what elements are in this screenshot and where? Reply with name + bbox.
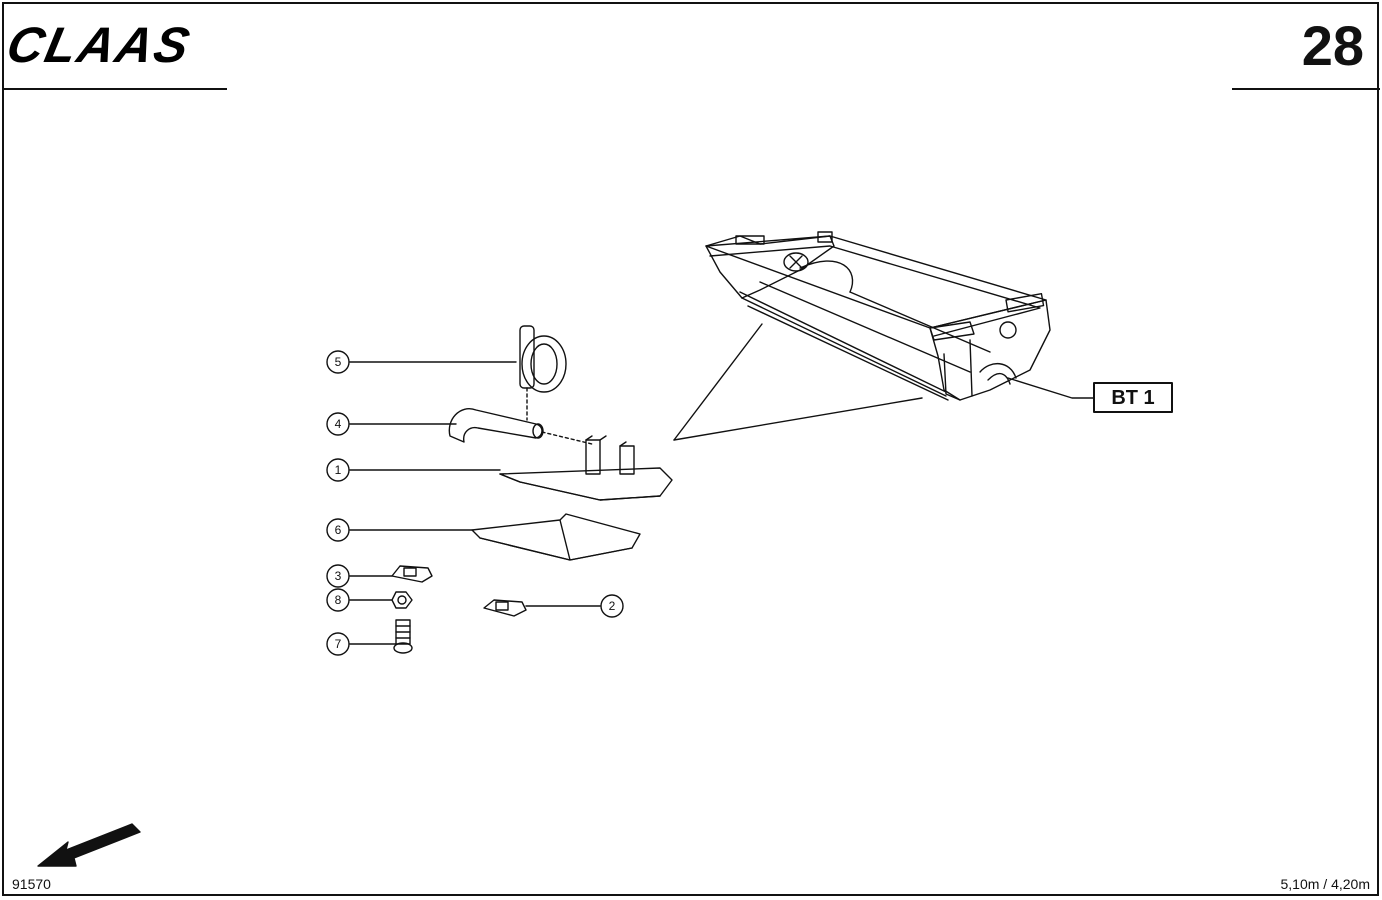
drawing-code: 91570 [12, 876, 51, 892]
part-6-skid-plate [471, 513, 641, 561]
bt1-leader-line [1007, 377, 1095, 399]
bt1-label-box [1093, 382, 1173, 413]
callout-8-label: 8 [335, 593, 342, 607]
callout-4-label: 4 [335, 417, 342, 431]
callout-4-circle [326, 412, 350, 436]
part-7-bolt [393, 619, 413, 654]
callout-7-label: 7 [335, 637, 342, 651]
callout-3-label: 3 [335, 569, 342, 583]
page-number: 28 [1301, 14, 1364, 77]
bt1-label: BT 1 [1111, 387, 1154, 409]
brand-underline [2, 88, 227, 90]
callout-5-circle [326, 350, 350, 374]
callout-6-label: 6 [335, 523, 342, 537]
callout-7-circle [326, 632, 350, 656]
leader-line-upper [673, 323, 763, 441]
header-frame-assembly [705, 231, 1051, 401]
callout-3-circle [326, 564, 350, 588]
callout-6-circle [326, 518, 350, 542]
part-4-bolt-pin [448, 408, 593, 445]
callout-2-label: 2 [609, 599, 616, 613]
part-2-clamp-plate [483, 599, 527, 617]
callout-5-label: 5 [335, 355, 342, 369]
size-label: 5,10m / 4,20m [1280, 876, 1371, 892]
part-1-bracket [499, 435, 673, 501]
callout-1-label: 1 [335, 463, 342, 477]
part-8-nut [391, 591, 413, 609]
part-5-lynch-pin [519, 325, 567, 421]
callout-1-circle [326, 458, 350, 482]
direction-arrow-icon [37, 823, 141, 867]
callout-2-circle [600, 594, 624, 618]
page-number-underline [1232, 88, 1380, 90]
part-3-clamp-plate [391, 565, 433, 583]
callout-8-circle [326, 588, 350, 612]
leader-line-lower [673, 397, 923, 441]
